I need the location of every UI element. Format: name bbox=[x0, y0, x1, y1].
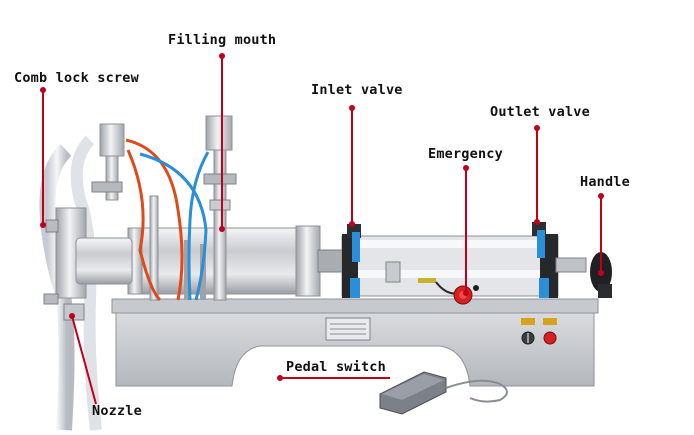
leader-pedal-switch bbox=[277, 375, 390, 381]
leader-dot-icon bbox=[277, 375, 283, 381]
leader-dot-icon bbox=[534, 125, 540, 131]
leader-dot-icon bbox=[463, 165, 469, 171]
filling-head-left bbox=[91, 123, 125, 201]
emergency-button bbox=[453, 285, 473, 305]
leader-dot-icon bbox=[598, 193, 604, 199]
leader-nozzle bbox=[69, 313, 97, 405]
valves bbox=[347, 222, 549, 298]
leader-handle bbox=[598, 193, 604, 276]
leader-dot-icon bbox=[219, 53, 225, 59]
leader-dot-icon bbox=[598, 270, 604, 276]
leader-dot-icon bbox=[40, 222, 46, 228]
nozzle-assembly bbox=[39, 135, 133, 431]
leader-dot-icon bbox=[463, 290, 469, 296]
leader-inlet-valve bbox=[349, 105, 355, 227]
leader-comb-lock-screw bbox=[40, 87, 46, 228]
leader-filling-mouth bbox=[219, 53, 225, 232]
callout-handle: Handle bbox=[580, 174, 630, 190]
leader-dot-icon bbox=[69, 313, 75, 319]
leader-dot-icon bbox=[534, 219, 540, 225]
callout-pedal-switch: Pedal switch bbox=[286, 359, 386, 375]
leader-emergency bbox=[463, 165, 469, 296]
leader-dot-icon bbox=[349, 221, 355, 227]
callout-filling-mouth: Filling mouth bbox=[168, 32, 277, 48]
callout-outlet-valve: Outlet valve bbox=[490, 104, 590, 120]
leader-dot-icon bbox=[40, 87, 46, 93]
callout-emergency: Emergency bbox=[428, 146, 503, 162]
control-panel bbox=[521, 318, 557, 345]
machine-base bbox=[111, 298, 599, 387]
main-cylinder bbox=[127, 225, 343, 297]
foot-pedal-icon bbox=[379, 371, 508, 415]
callout-nozzle: Nozzle bbox=[92, 403, 142, 419]
leader-outlet-valve bbox=[534, 125, 540, 225]
pneumatic-tubes bbox=[125, 138, 210, 302]
callout-leaders bbox=[40, 53, 604, 405]
leader-dot-icon bbox=[219, 226, 225, 232]
callout-comb-lock-screw: Comb lock screw bbox=[14, 70, 139, 86]
callout-inlet-valve: Inlet valve bbox=[311, 82, 403, 98]
leader-dot-icon bbox=[349, 105, 355, 111]
